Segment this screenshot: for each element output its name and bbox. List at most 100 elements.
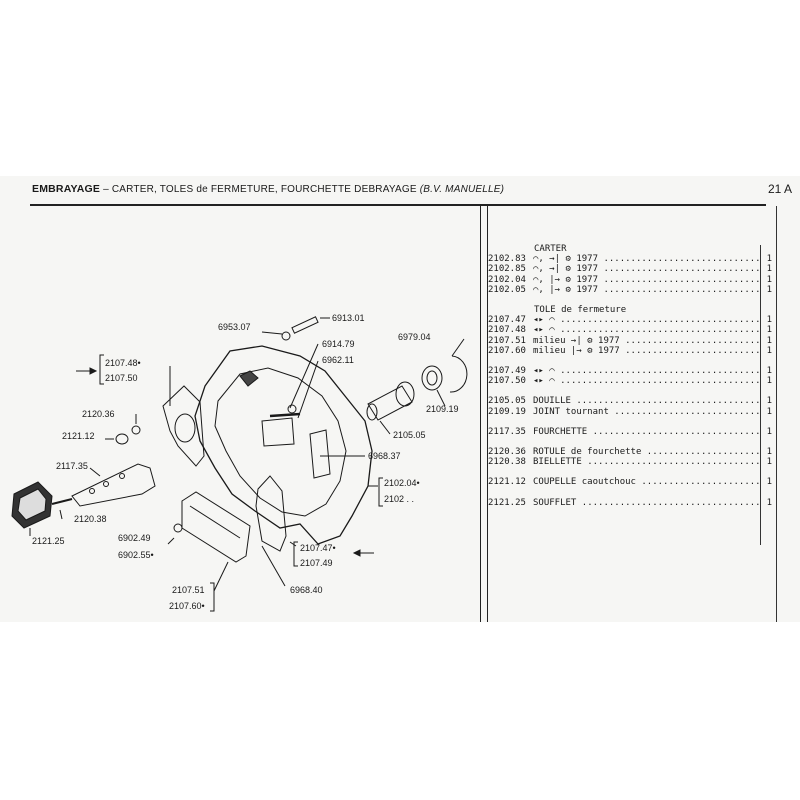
- header-rule: [30, 204, 766, 206]
- part-ref: 2102.04: [488, 274, 526, 285]
- section-boot: 2121.25 SOUFFLET 1: [488, 498, 778, 508]
- page-number: 21 A: [768, 182, 793, 196]
- label-6968-40: 6968.40: [290, 585, 323, 595]
- part-desc: ⌒, →| ⚙ 1977: [533, 264, 762, 274]
- list-item: 2121.25 SOUFFLET 1: [488, 498, 778, 508]
- parts-list: CARTER 2102.83⌒, →| ⚙ 19771 2102.85⌒, →|…: [488, 244, 778, 518]
- list-item: 2107.49◂▸ ⌒1: [488, 366, 778, 376]
- label-2107-51: 2107.51: [172, 585, 205, 595]
- part-desc: ◂▸ ⌒: [533, 325, 762, 335]
- label-2107-60: 2107.60•: [169, 601, 205, 611]
- quantity-column-rule: [760, 245, 761, 545]
- label-2107-49: 2107.49: [300, 558, 333, 568]
- part-ref: 2120.38: [488, 457, 526, 468]
- label-2102: 2102 . .: [384, 494, 414, 504]
- part-desc: milieu |→ ⚙ 1977: [533, 346, 762, 356]
- part-desc: DOUILLE: [533, 396, 762, 406]
- label-6914-79: 6914.79: [322, 339, 355, 349]
- label-2102-04: 2102.04•: [384, 478, 420, 488]
- part-qty: 1: [766, 335, 772, 346]
- part-qty: 1: [766, 447, 772, 458]
- exploded-diagram: 6953.07 6913.01 6914.79 6962.11 6979.04 …: [0, 206, 480, 622]
- part-desc: BIELLETTE: [533, 457, 762, 467]
- part-desc: COUPELLE caoutchouc: [533, 477, 762, 487]
- rotary-seal: [421, 365, 443, 391]
- part-qty: 1: [766, 345, 772, 356]
- part-qty: 1: [766, 325, 772, 336]
- section-heading: TOLE de fermeture: [534, 305, 627, 316]
- list-item: 2102.85⌒, →| ⚙ 19771: [488, 264, 778, 274]
- link-rod: [51, 498, 73, 505]
- list-item: 2102.83 ⌒, →| ⚙ 1977 1: [488, 254, 778, 264]
- part-ref: 2107.51: [488, 335, 526, 346]
- part-desc: milieu →| ⚙ 1977: [533, 336, 762, 346]
- part-qty: 1: [766, 274, 772, 285]
- part-qty: 1: [766, 254, 772, 265]
- label-2120-38: 2120.38: [74, 514, 107, 524]
- guide-sleeve: [367, 385, 413, 421]
- part-qty: 1: [766, 376, 772, 387]
- part-qty: 1: [766, 366, 772, 377]
- label-2117-35: 2117.35: [56, 461, 88, 471]
- list-item: 2107.48◂▸ ⌒1: [488, 325, 778, 335]
- label-2107-47: 2107.47•: [300, 543, 336, 553]
- part-ref: 2121.12: [488, 477, 526, 488]
- list-item: 2102.04 ⌒, |→ ⚙ 1977 1: [488, 275, 778, 285]
- part-ref: 2109.19: [488, 406, 526, 417]
- closing-plate-right: [255, 475, 287, 552]
- page-header: EMBRAYAGE – CARTER, TOLES de FERMETURE, …: [32, 183, 504, 195]
- label-6962-11: 6962.11: [322, 355, 354, 365]
- part-ref: 2121.25: [488, 497, 526, 508]
- part-ref: 2107.50: [488, 376, 526, 387]
- part-desc: ⌒, |→ ⚙ 1977: [533, 275, 762, 285]
- fork-ball: [131, 425, 141, 435]
- section-ball: 2120.36 ROTULE de fourchette 1 2120.38 BIEL…: [488, 447, 778, 467]
- part-qty: 1: [766, 315, 772, 326]
- part-ref: 2102.05: [488, 284, 526, 295]
- screw-6902-49: [173, 523, 183, 533]
- part-desc: SOUFFLET: [533, 498, 762, 508]
- list-item: 2120.38BIELLETTE1: [488, 457, 778, 467]
- part-ref: 2117.35: [488, 426, 526, 437]
- nut-6953-07: [281, 331, 291, 341]
- part-qty: 1: [766, 497, 772, 508]
- part-desc: JOINT tournant: [533, 407, 762, 417]
- header-subtitle: – CARTER, TOLES de FERMETURE, FOURCHETTE…: [103, 184, 417, 195]
- part-desc: ◂▸ ⌒: [533, 376, 762, 386]
- list-item: 2121.12 COUPELLE caoutchouc 1: [488, 477, 778, 487]
- part-desc: ⌒, →| ⚙ 1977: [533, 254, 762, 264]
- label-2105-05: 2105.05: [393, 430, 426, 440]
- closing-plate-left: [162, 385, 205, 467]
- column-divider: [480, 206, 481, 622]
- list-item: 2102.05 ⌒, |→ ⚙ 1977 1: [488, 285, 778, 295]
- part-ref: 2120.36: [488, 447, 526, 458]
- part-ref: 2107.47: [488, 315, 526, 326]
- section-carter: CARTER 2102.83⌒, →| ⚙ 19771 2102.85⌒, →|…: [488, 244, 778, 295]
- part-qty: 1: [766, 284, 772, 295]
- right-margin-rule: [776, 206, 777, 622]
- clutch-housing: [194, 345, 373, 545]
- label-6968-37: 6968.37: [368, 451, 401, 461]
- list-item: 2117.35FOURCHETTE1: [488, 427, 778, 437]
- list-item: 2120.36 ROTULE de fourchette 1: [488, 447, 778, 457]
- release-fork: [71, 463, 156, 507]
- part-desc: ROTULE de fourchette: [533, 447, 762, 457]
- part-ref: 2102.83: [488, 254, 526, 265]
- part-desc: ⌒, |→ ⚙ 1977: [533, 285, 762, 295]
- section-plates: 2107.49◂▸ ⌒1 2107.50 ◂▸ ⌒ 1: [488, 366, 778, 386]
- closing-plate-middle: [181, 491, 251, 563]
- label-6979-04: 6979.04: [398, 332, 431, 342]
- section-cup: 2121.12 COUPELLE caoutchouc 1: [488, 477, 778, 487]
- part-qty: 1: [766, 396, 772, 407]
- label-2121-12: 2121.12: [62, 431, 95, 441]
- label-6902-55: 6902.55•: [118, 550, 154, 560]
- part-desc: FOURCHETTE: [533, 427, 762, 437]
- label-2107-50: 2107.50: [105, 373, 138, 383]
- part-qty: 1: [766, 477, 772, 488]
- part-ref: 2107.49: [488, 366, 526, 377]
- label-2109-19: 2109.19: [426, 404, 459, 414]
- part-ref: 2105.05: [488, 396, 526, 407]
- section-fork: 2117.35FOURCHETTE1: [488, 427, 778, 437]
